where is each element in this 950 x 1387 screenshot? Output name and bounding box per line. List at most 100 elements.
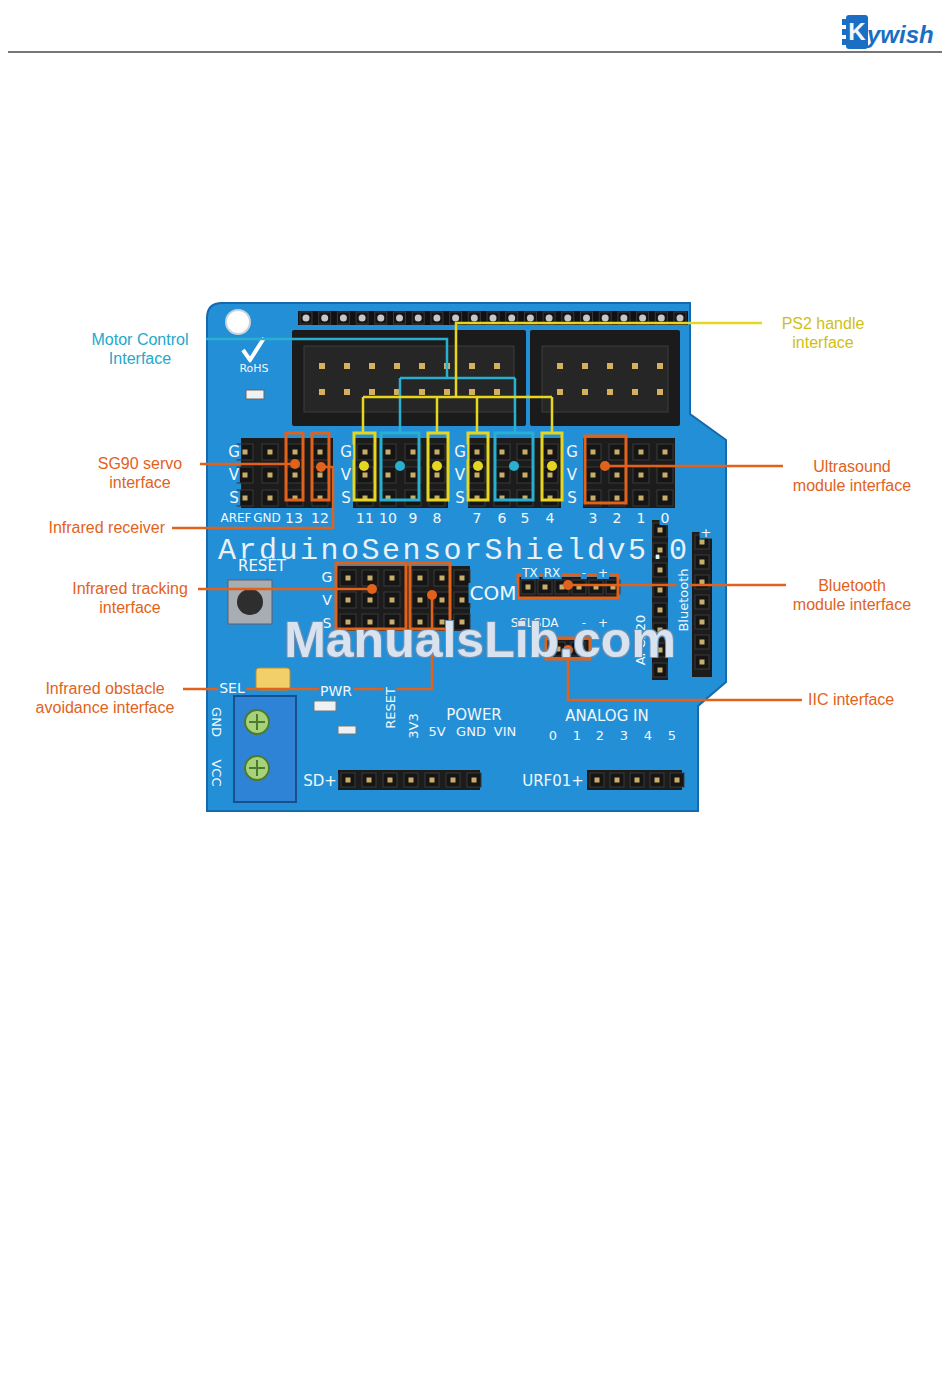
header-pin (384, 570, 400, 586)
header-pin (521, 580, 535, 594)
header-pin (695, 595, 709, 609)
pin-contact (615, 450, 620, 455)
header-pin (557, 363, 563, 369)
header-pin (429, 444, 445, 460)
pin-contact (583, 315, 590, 322)
header-pin (695, 575, 709, 589)
header-pin (394, 363, 400, 369)
header-pin (319, 312, 331, 324)
pin-contact (363, 473, 368, 478)
logo-gear-tooth (842, 29, 847, 35)
header-pin (469, 444, 485, 460)
logo-gear-tooth (842, 39, 847, 45)
pin-contact (452, 315, 459, 322)
header-pin (657, 467, 673, 483)
pin-contact (415, 315, 422, 322)
board-title: ArduinoSensorShieldv5.0 (218, 536, 690, 566)
pin-contact (430, 778, 435, 783)
pin-contact (388, 778, 393, 783)
pin-socket (521, 580, 535, 594)
pin-contact (346, 598, 351, 603)
pin-contact (243, 473, 248, 478)
pin-socket (384, 570, 400, 586)
silkscreen-label: 5 (667, 729, 677, 742)
pin-socket (404, 773, 418, 787)
header-pin (340, 570, 356, 586)
header-pin (494, 363, 500, 369)
leader-dot (290, 459, 300, 469)
pin-contact (411, 450, 416, 455)
pin-contact (319, 389, 325, 395)
pin-header-base (692, 532, 712, 677)
header-pin (429, 490, 445, 506)
pin-contact (433, 315, 440, 322)
header-pin (609, 444, 625, 460)
pin-socket (383, 773, 397, 787)
pin-contact (523, 450, 528, 455)
pin-header-base (518, 577, 618, 597)
silkscreen-label: V (321, 593, 333, 607)
header-pin (695, 655, 709, 669)
header-pin (431, 312, 443, 324)
pin-contact (500, 450, 505, 455)
silkscreen-label: S (228, 491, 240, 506)
header-pin (590, 773, 604, 787)
silkscreen-label: G (321, 570, 334, 584)
mounting-hole (226, 310, 250, 334)
pin-contact (243, 496, 248, 501)
header-pin (469, 363, 475, 369)
header-pin (337, 312, 349, 324)
pin-socket (429, 444, 445, 460)
pin-contact (639, 315, 646, 322)
header-pin (494, 389, 500, 395)
silkscreen-label: 0 (548, 729, 558, 742)
header-pin (357, 444, 373, 460)
smd-part (338, 726, 356, 734)
pin-socket (425, 773, 439, 787)
pin-contact (591, 450, 596, 455)
header-pin (404, 773, 418, 787)
header-pin (425, 773, 439, 787)
pin-socket (630, 773, 644, 787)
pin-socket (429, 490, 445, 506)
header-pin (582, 363, 588, 369)
header-pin (517, 444, 533, 460)
header-pin (657, 363, 663, 369)
pin-contact (658, 668, 663, 673)
pin-contact (700, 540, 705, 545)
pin-contact (303, 315, 310, 322)
pin-contact (523, 473, 528, 478)
header-pin (695, 555, 709, 569)
silkscreen-label: GND (210, 706, 223, 738)
silkscreen-label: GND (455, 725, 487, 738)
pin-contact (418, 598, 423, 603)
leader-dot (563, 580, 573, 590)
pin-contact (657, 389, 663, 395)
silkscreen-label: VCC (210, 758, 223, 787)
callout-label: Bluetooth module interface (792, 576, 912, 614)
pin-header-base (468, 438, 561, 508)
pin-contact (318, 473, 323, 478)
pin-contact (615, 778, 620, 783)
pin-contact (386, 473, 391, 478)
pin-socket (412, 312, 424, 324)
callout-label: IIC interface (808, 690, 894, 709)
leader-dot (395, 461, 405, 471)
pin-socket (695, 575, 709, 589)
header-pin (262, 444, 278, 460)
pin-socket (695, 595, 709, 609)
header-pin (362, 773, 376, 787)
silkscreen-label: 3 (619, 729, 629, 742)
header-pin (557, 389, 563, 395)
logo-gear-tooth (842, 19, 847, 25)
header-pin (287, 490, 303, 506)
silkscreen-label: 1 (636, 511, 647, 525)
header-pin (287, 444, 303, 460)
pin-contact (639, 473, 644, 478)
silkscreen-label: 10 (378, 511, 398, 525)
pin-contact (369, 363, 375, 369)
silkscreen-label: 6 (497, 511, 508, 525)
leader-dot (600, 461, 610, 471)
pin-contact (344, 389, 350, 395)
header-pin (412, 570, 428, 586)
